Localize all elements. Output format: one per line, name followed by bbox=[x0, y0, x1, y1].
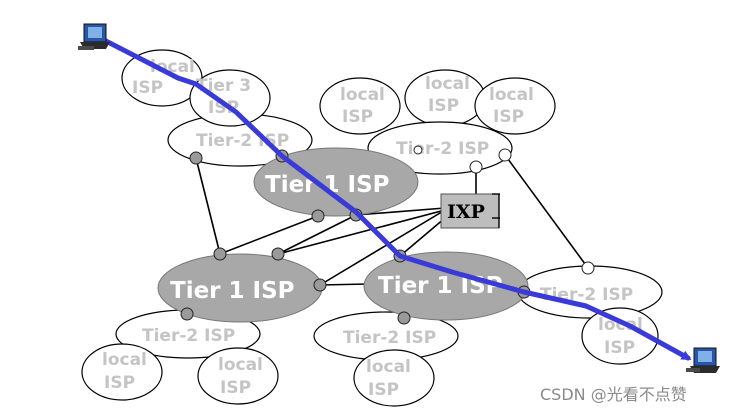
router-node-icon bbox=[498, 148, 512, 162]
host-computer-icon bbox=[686, 347, 720, 373]
router-node-icon bbox=[271, 247, 285, 261]
local-isp-label: ISP bbox=[493, 107, 524, 127]
local-isp-label: local bbox=[489, 85, 534, 105]
tier1-isp-label: Tier 1 ISP bbox=[265, 172, 390, 198]
router-node-icon bbox=[581, 261, 595, 275]
tier3-isp-ellipse bbox=[189, 69, 271, 127]
tier1-isp-label: Tier 1 ISP bbox=[378, 273, 503, 299]
tier1-isp-ellipse-right bbox=[363, 251, 529, 321]
local-isp-ellipse bbox=[81, 343, 163, 401]
router-node-icon bbox=[413, 145, 423, 155]
ixp-label: IXP bbox=[447, 201, 485, 223]
local-isp-label: local bbox=[218, 355, 263, 375]
local-isp-ellipse bbox=[353, 349, 435, 407]
local-isp-label: ISP bbox=[428, 96, 459, 116]
router-node-icon bbox=[311, 209, 325, 223]
router-node-icon bbox=[313, 278, 327, 292]
local-isp-ellipse bbox=[474, 77, 556, 135]
tier2-isp-label: Tier-2 ISP bbox=[540, 285, 633, 305]
tier3-isp-label: ISP bbox=[208, 98, 239, 118]
tier1-isp-label: Tier 1 ISP bbox=[170, 278, 295, 304]
route-arrow-icon bbox=[97, 35, 692, 361]
local-isp-label: ISP bbox=[132, 78, 163, 98]
local-isp-ellipse bbox=[581, 307, 659, 365]
watermark-text: CSDN @光看不点赞 bbox=[540, 385, 687, 404]
local-isp-label: local bbox=[102, 350, 147, 370]
local-isp-label: ISP bbox=[368, 380, 399, 400]
tier2-isp-label: Tier-2 ISP bbox=[196, 131, 289, 151]
router-node-icon bbox=[189, 151, 203, 165]
router-node-icon bbox=[213, 247, 227, 261]
router-node-icon bbox=[469, 160, 483, 174]
local-isp-label: ISP bbox=[104, 373, 135, 393]
tier2-isp-label: Tier-2 ISP bbox=[396, 139, 489, 159]
local-isp-label: local bbox=[425, 74, 470, 94]
ixp-box bbox=[440, 193, 500, 229]
local-isp-label: local bbox=[340, 85, 385, 105]
tier2-isp-label: Tier-2 ISP bbox=[343, 328, 436, 348]
router-node-icon bbox=[180, 307, 194, 321]
tier1-isp-labels: Tier 1 ISP Tier 1 ISP Tier 1 ISP bbox=[170, 172, 503, 304]
tier2-isp-label: Tier-2 ISP bbox=[142, 326, 235, 346]
local-isp-label: ISP bbox=[220, 378, 251, 398]
local-isp-label: ISP bbox=[342, 107, 373, 127]
local-isp-label: local bbox=[598, 315, 643, 335]
tier3-isp-label: Tier 3 bbox=[196, 76, 251, 96]
router-node-icon bbox=[397, 311, 411, 325]
local-isp-ellipse bbox=[197, 347, 279, 405]
local-isp-ellipse bbox=[319, 77, 401, 135]
local-isp-label: local bbox=[366, 357, 411, 377]
local-isp-label: ISP bbox=[604, 338, 635, 358]
host-computer-icon bbox=[78, 23, 110, 50]
